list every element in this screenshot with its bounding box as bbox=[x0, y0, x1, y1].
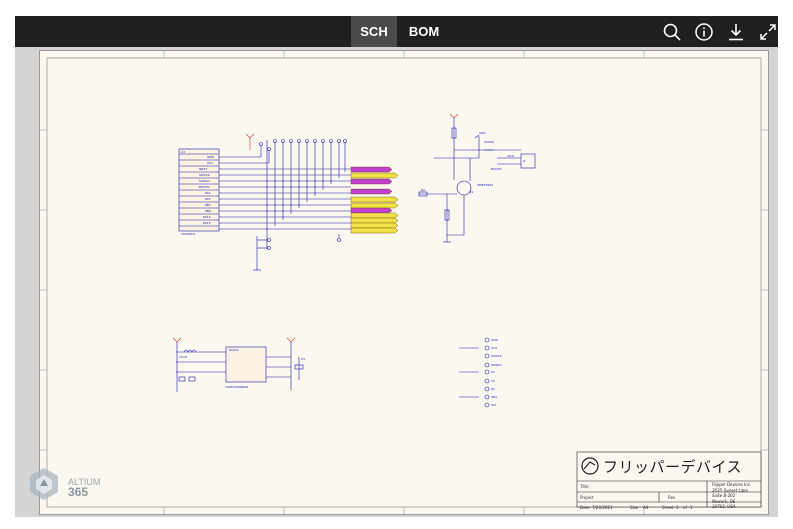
svg-text:TLV62568DBVR: TLV62568DBVR bbox=[224, 385, 248, 389]
svg-text:5V: 5V bbox=[491, 370, 496, 374]
title-block-sheet-label: Sheet bbox=[662, 505, 674, 510]
top-toolbar: SCH BOM bbox=[15, 16, 778, 47]
address-line: Newark, DE bbox=[712, 498, 736, 504]
title-block-rev-label: Rev bbox=[668, 495, 676, 500]
svg-text:GND: GND bbox=[207, 155, 215, 159]
title-block-project-label: Project bbox=[580, 495, 594, 500]
svg-text:C5: C5 bbox=[301, 357, 305, 361]
svg-text:SWDIO: SWDIO bbox=[491, 363, 502, 367]
svg-text:TSSOP20: TSSOP20 bbox=[180, 232, 195, 236]
svg-text:U2: U2 bbox=[181, 150, 185, 154]
title-block-sheet: 1 bbox=[676, 505, 679, 510]
svg-text:SWDIO: SWDIO bbox=[199, 179, 210, 183]
tab-bom[interactable]: BOM bbox=[408, 24, 440, 39]
search-icon[interactable] bbox=[662, 22, 682, 42]
svg-text:RX: RX bbox=[491, 387, 495, 391]
svg-text:VDD: VDD bbox=[479, 131, 486, 135]
svg-text:DC/DC: DC/DC bbox=[229, 348, 239, 352]
svg-text:J1: J1 bbox=[522, 159, 526, 163]
svg-text:SWCLK: SWCLK bbox=[491, 354, 503, 358]
svg-text:BOOT0: BOOT0 bbox=[199, 185, 210, 189]
svg-text:PA3: PA3 bbox=[205, 197, 211, 201]
title-block-address: Flipper Devices Inc. 2035 Sunset Lake Su… bbox=[712, 482, 751, 510]
fullscreen-icon[interactable] bbox=[758, 22, 778, 42]
address-line: 19702, USA bbox=[712, 504, 736, 509]
svg-text:PB6: PB6 bbox=[205, 209, 211, 213]
address-line: Suite B-201 bbox=[712, 493, 736, 498]
title-block-size-label: Size bbox=[630, 505, 639, 510]
altium-brand-line2: 365 bbox=[68, 485, 89, 499]
address-line: Flipper Devices Inc. bbox=[712, 482, 752, 487]
main-ic bbox=[178, 148, 220, 232]
svg-text:PA13: PA13 bbox=[203, 221, 211, 225]
info-icon[interactable] bbox=[694, 22, 714, 42]
svg-text:PB7: PB7 bbox=[205, 203, 211, 207]
title-block-date: 7/26/2021 bbox=[592, 505, 613, 510]
altium-brand-line1: ALTIUM bbox=[68, 477, 101, 487]
altium-branding: ALTIUM 365 bbox=[68, 477, 101, 499]
title-block-company: フリッパーデバイス bbox=[603, 458, 743, 476]
schematic-sheet[interactable] bbox=[39, 50, 769, 515]
title-block-size: A4 bbox=[643, 505, 649, 510]
svg-text:Vbat: Vbat bbox=[507, 154, 515, 158]
title-block-of-label: of bbox=[683, 505, 687, 510]
svg-text:R2: R2 bbox=[421, 188, 425, 192]
address-line: 2035 Sunset Lake bbox=[712, 487, 748, 493]
svg-text:SMBT3904: SMBT3904 bbox=[477, 183, 493, 187]
svg-text:PA14: PA14 bbox=[203, 215, 211, 219]
title-block-title-label: Title bbox=[580, 484, 589, 489]
download-icon[interactable] bbox=[726, 22, 746, 42]
svg-text:VCC: VCC bbox=[207, 161, 213, 165]
svg-text:TX: TX bbox=[490, 379, 495, 383]
svg-text:10uH: 10uH bbox=[179, 355, 187, 359]
svg-text:BOOT0: BOOT0 bbox=[491, 167, 502, 171]
altium-logo-icon bbox=[30, 468, 58, 500]
svg-text:3V3: 3V3 bbox=[491, 346, 497, 350]
tab-sch[interactable]: SCH bbox=[351, 16, 397, 47]
title-block-date-label: Date bbox=[580, 505, 590, 510]
title-block-of: 1 bbox=[690, 505, 693, 510]
svg-text:SWCLK: SWCLK bbox=[199, 173, 211, 177]
svg-text:GND: GND bbox=[491, 338, 499, 342]
svg-text:NRST: NRST bbox=[199, 167, 207, 171]
svg-text:PA2: PA2 bbox=[205, 191, 211, 195]
svg-text:Q1: Q1 bbox=[469, 190, 473, 194]
svg-text:SCL: SCL bbox=[491, 403, 497, 407]
svg-text:SDA: SDA bbox=[491, 395, 498, 399]
